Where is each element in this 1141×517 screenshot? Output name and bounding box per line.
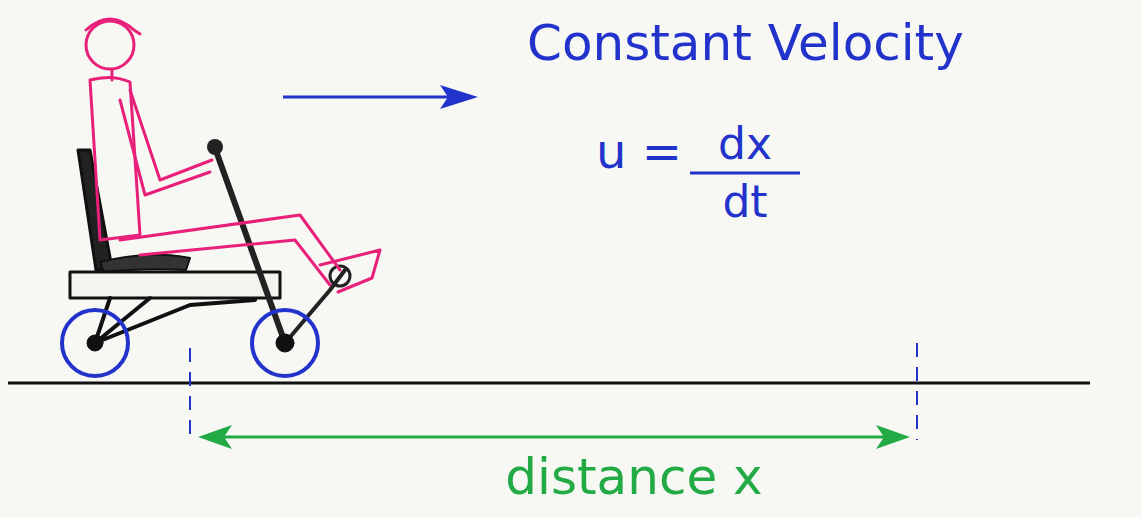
formula-lhs: u = [596, 127, 682, 175]
distance-arrow [198, 425, 910, 449]
recumbent-trike [62, 19, 380, 376]
title-text: Constant Velocity [527, 18, 964, 68]
distance-label: distance x [505, 452, 762, 502]
end-marker [916, 343, 918, 440]
fraction-bar [690, 172, 800, 175]
formula-denominator: dt [722, 180, 767, 224]
start-marker [189, 348, 191, 440]
velocity-arrow [283, 85, 478, 109]
ground-line [8, 382, 1090, 385]
formula-numerator: dx [718, 122, 772, 166]
